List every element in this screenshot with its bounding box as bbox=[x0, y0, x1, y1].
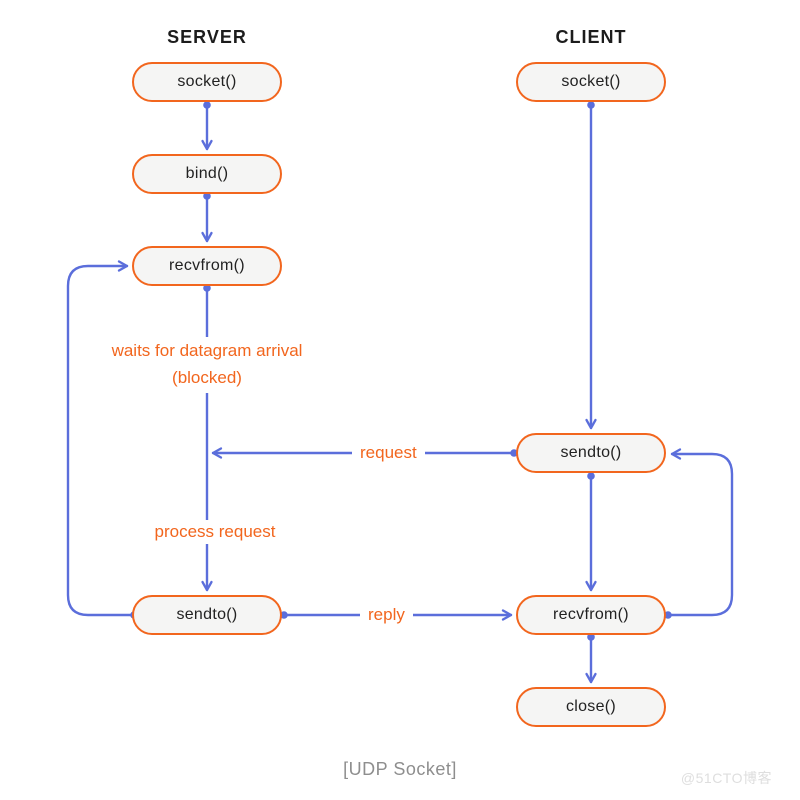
arrow-server-loop-sendto-to-recvfrom bbox=[66, 260, 138, 617]
annotation-waits-line2: (blocked) bbox=[172, 368, 242, 387]
dot-client-recvfrom-right bbox=[664, 611, 672, 619]
node-server-bind: bind() bbox=[132, 154, 282, 194]
node-server-socket: socket() bbox=[132, 62, 282, 102]
node-server-recvfrom: recvfrom() bbox=[132, 246, 282, 286]
server-column-title: SERVER bbox=[167, 27, 247, 47]
annotation-request: request bbox=[352, 441, 425, 465]
dot-server-sendto-right bbox=[280, 611, 288, 619]
arrow-client-loop-recvfrom-to-sendto bbox=[669, 448, 734, 617]
annotation-waits-blocked: waits for datagram arrival (blocked) bbox=[87, 337, 327, 393]
diagram-caption: [UDP Socket] bbox=[343, 759, 457, 779]
dot-client-sendto-left bbox=[510, 449, 518, 457]
dot-server-bind-bottom bbox=[203, 192, 211, 200]
client-column-title: CLIENT bbox=[555, 27, 627, 47]
node-client-sendto: sendto() bbox=[516, 433, 666, 473]
node-client-close: close() bbox=[516, 687, 666, 727]
dot-client-sendto-bottom bbox=[587, 472, 595, 480]
node-client-socket: socket() bbox=[516, 62, 666, 102]
watermark-text: @51CTO博客 bbox=[680, 770, 772, 786]
annotation-waits-line1: waits for datagram arrival bbox=[111, 341, 303, 360]
annotation-process-request: process request bbox=[122, 520, 308, 544]
node-server-sendto: sendto() bbox=[132, 595, 282, 635]
node-client-recvfrom: recvfrom() bbox=[516, 595, 666, 635]
dot-server-recvfrom-bottom bbox=[203, 284, 211, 292]
dot-server-socket-bottom bbox=[203, 101, 211, 109]
annotation-reply: reply bbox=[360, 603, 413, 627]
dot-client-recvfrom-bottom bbox=[587, 633, 595, 641]
dot-client-socket-bottom bbox=[587, 101, 595, 109]
